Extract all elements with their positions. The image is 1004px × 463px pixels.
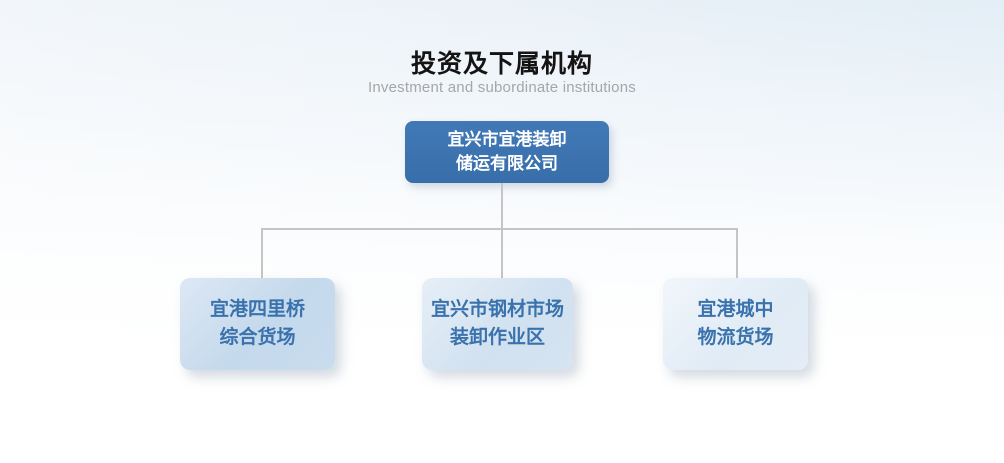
connector-horizontal-rail [261, 228, 738, 230]
org-box-child-1-line1: 宜港四里桥 [209, 299, 305, 320]
org-box-root-line1: 宜兴市宜港装卸 [447, 130, 567, 149]
page-title: 投资及下属机构 [410, 50, 593, 78]
page-subtitle: Investment and subordinate institutions [368, 79, 636, 96]
org-box-child-3: 宜港城中 物流货场 [663, 278, 808, 370]
connector-drop-left [261, 228, 263, 278]
org-box-root-line2: 储运有限公司 [456, 154, 558, 173]
org-box-child-2: 宜兴市钢材市场 装卸作业区 [422, 278, 573, 370]
org-box-child-3-line2: 物流货场 [697, 327, 774, 348]
connector-root-stem [501, 183, 503, 229]
connector-drop-middle [501, 228, 503, 278]
connector-drop-right [736, 228, 738, 278]
org-box-child-2-line2: 装卸作业区 [449, 327, 545, 348]
org-box-child-2-line1: 宜兴市钢材市场 [430, 299, 564, 320]
org-box-child-3-line1: 宜港城中 [697, 299, 774, 320]
org-box-child-1: 宜港四里桥 综合货场 [180, 278, 335, 370]
org-box-root: 宜兴市宜港装卸 储运有限公司 [405, 121, 609, 183]
org-box-child-1-line2: 综合货场 [219, 327, 296, 348]
